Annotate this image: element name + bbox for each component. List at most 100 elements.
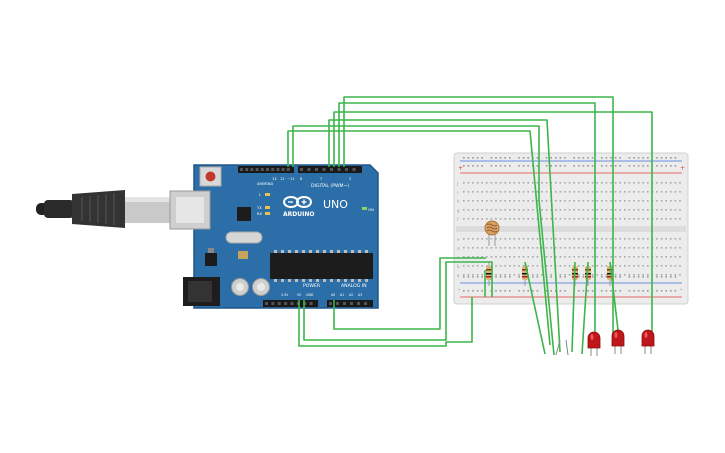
breadboard-hole xyxy=(545,290,548,292)
breadboard-hole xyxy=(610,191,612,193)
breadboard-hole xyxy=(596,182,598,184)
breadboard-hole xyxy=(504,265,506,267)
wire[interactable] xyxy=(287,130,551,346)
breadboard-hole xyxy=(628,265,631,267)
breadboard-hole xyxy=(647,209,649,211)
usb-cable-icon[interactable] xyxy=(36,190,170,228)
breadboard-hole xyxy=(463,218,465,220)
header-pin-hole xyxy=(337,168,341,171)
breadboard-hole xyxy=(518,200,520,202)
breadboard-hole xyxy=(633,200,635,202)
breadboard-hole xyxy=(486,191,488,193)
chip-leg xyxy=(309,279,312,282)
wire[interactable] xyxy=(343,96,614,340)
breadboard-hole xyxy=(642,276,644,278)
resistor-icon[interactable] xyxy=(486,262,492,286)
breadboard-hole xyxy=(476,191,479,193)
wire[interactable] xyxy=(328,119,561,353)
header-pin-hole xyxy=(357,302,360,305)
wire[interactable] xyxy=(333,111,653,335)
breadboard-hole xyxy=(463,274,465,276)
photoresistor-icon[interactable] xyxy=(484,220,500,246)
wire[interactable] xyxy=(581,261,589,355)
breadboard-hole xyxy=(670,209,672,211)
breadboard-hole xyxy=(476,165,479,167)
breadboard-hole xyxy=(504,238,506,240)
breadboard-hole xyxy=(467,200,470,202)
breadboard-hole xyxy=(467,265,470,267)
breadboard-hole xyxy=(624,247,626,249)
breadboard-hole xyxy=(472,182,474,184)
pin-label-3v3: 3.3V xyxy=(281,293,289,297)
breadboard-hole xyxy=(527,256,529,258)
breadboard-hole xyxy=(568,191,571,193)
breadboard-hole xyxy=(550,165,552,167)
wire[interactable] xyxy=(609,261,619,331)
breadboard-hole xyxy=(591,265,594,267)
breadboard-hole xyxy=(614,265,617,267)
wire[interactable] xyxy=(298,297,473,347)
breadboard-hole xyxy=(559,290,562,292)
breadboard-hole xyxy=(476,238,479,240)
led-icon[interactable] xyxy=(587,331,601,356)
breadboard-hole xyxy=(509,247,511,249)
wires[interactable] xyxy=(287,96,653,356)
breadboard-hole xyxy=(619,274,621,276)
row-letter: g xyxy=(457,208,460,213)
breadboard-hole xyxy=(518,218,520,220)
header-pin-hole xyxy=(245,168,249,171)
breadboard-hole xyxy=(596,218,598,220)
breadboard-hole xyxy=(610,238,612,240)
breadboard-hole xyxy=(605,276,608,278)
pin-label-a3: A3 xyxy=(358,293,362,297)
chip-leg xyxy=(309,250,312,253)
power-pin-labels: 3.3V 5V GND xyxy=(281,293,314,297)
row-letter: i xyxy=(457,190,458,195)
breadboard-hole xyxy=(486,256,488,258)
breadboard-hole xyxy=(679,265,681,267)
header-pin-hole xyxy=(265,302,268,305)
breadboard-hole xyxy=(637,165,640,167)
breadboard-hole xyxy=(605,274,608,276)
breadboard-hole xyxy=(555,218,557,220)
breadboard-hole xyxy=(619,265,621,267)
wire[interactable] xyxy=(292,125,555,356)
breadboard-hole xyxy=(564,238,566,240)
breadboard-hole xyxy=(674,256,677,258)
breadboard-hole xyxy=(532,247,534,249)
header-pin-hole xyxy=(343,302,346,305)
breadboard-hole xyxy=(660,218,663,220)
breadboard-hole xyxy=(633,290,635,292)
leds[interactable] xyxy=(587,329,655,356)
breadboard-hole xyxy=(550,290,552,292)
breadboard-hole xyxy=(670,218,672,220)
breadboard-hole xyxy=(499,209,502,211)
breadboard-hole xyxy=(490,191,493,193)
wire[interactable] xyxy=(338,102,596,340)
row-letter: b xyxy=(457,264,460,269)
arduino-uno-board[interactable]: DIGITAL (PWM~) 13 12 ~11 8 7 2 AREF GND … xyxy=(169,164,379,309)
breadboard-hole xyxy=(614,274,617,276)
breadboard-hole xyxy=(463,157,465,159)
breadboard-hole xyxy=(605,256,608,258)
breadboard-hole xyxy=(633,265,635,267)
breadboard-hole xyxy=(476,256,479,258)
breadboard-hole xyxy=(504,218,506,220)
usb-chip xyxy=(237,207,251,221)
wire[interactable] xyxy=(571,261,576,353)
led-icon[interactable] xyxy=(641,329,655,354)
breadboard-hole xyxy=(499,238,502,240)
wire[interactable] xyxy=(333,257,486,330)
breadboard-hole xyxy=(490,200,493,202)
breadboard-center-channel xyxy=(456,226,686,232)
breadboard-hole xyxy=(591,274,594,276)
wire[interactable] xyxy=(303,261,493,341)
breadboard-hole xyxy=(513,265,516,267)
led-icon[interactable] xyxy=(611,329,625,354)
breadboard-hole xyxy=(532,238,534,240)
breadboard-hole xyxy=(463,200,465,202)
wire[interactable] xyxy=(524,261,546,355)
breadboard-hole xyxy=(642,165,644,167)
breadboard-hole xyxy=(633,238,635,240)
